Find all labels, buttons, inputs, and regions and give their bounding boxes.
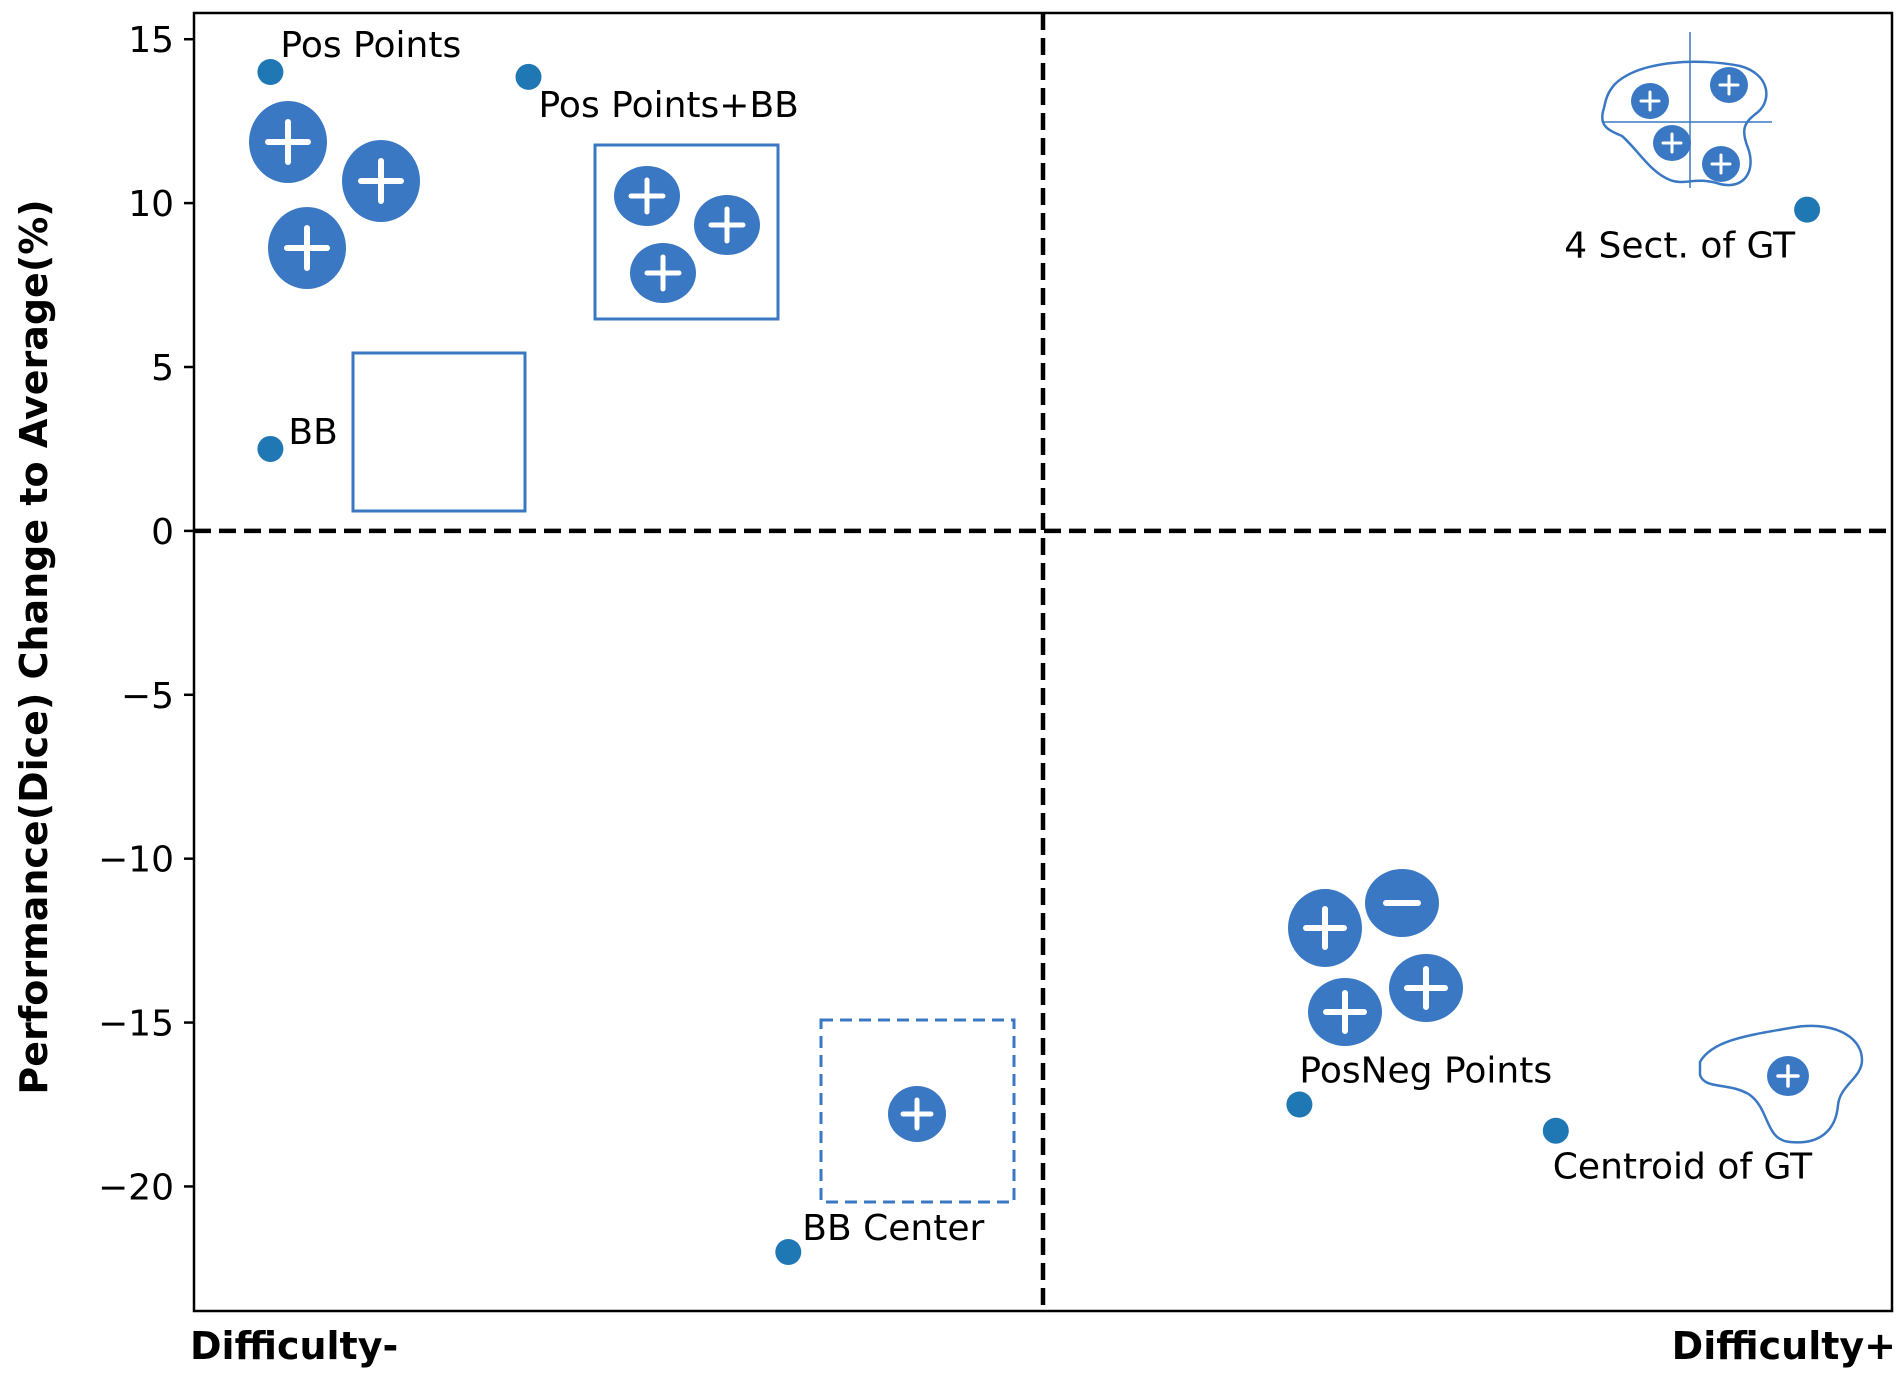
- data-label: Centroid of GT: [1553, 1147, 1813, 1188]
- plus-circle-icon: [1653, 125, 1691, 161]
- minus-circle-icon: [1365, 869, 1439, 937]
- plus-circle-icon: [1288, 889, 1362, 967]
- plus-circle-icon: [1710, 67, 1748, 103]
- data-point: [1794, 196, 1821, 223]
- gt-contour-icon: [1601, 60, 1768, 187]
- quadrant-lines: [194, 13, 1892, 1311]
- plus-circle-icon: [1308, 978, 1382, 1046]
- plus-circle-icon: [1767, 1056, 1809, 1096]
- data-point: [1542, 1117, 1569, 1144]
- pos-points-illustration: [249, 101, 420, 289]
- gt-contour-icon: [1698, 1024, 1864, 1144]
- y-axis-ticks: 15 10 5 0 −5 −10 −15 −20: [98, 20, 194, 1208]
- x-axis-label-left: Difficulty-: [190, 1324, 398, 1368]
- x-axis-label-right: Difficulty+: [1672, 1324, 1896, 1368]
- y-tick-label: 15: [128, 20, 174, 61]
- plus-circle-icon: [1631, 83, 1669, 119]
- bounding-box-icon: [593, 143, 780, 321]
- y-tick-label: −5: [121, 676, 174, 717]
- data-point: [257, 435, 284, 462]
- data-label: 4 Sect. of GT: [1564, 226, 1796, 267]
- data-point: [1286, 1091, 1313, 1118]
- data-label: Pos Points+BB: [539, 85, 799, 126]
- four-sectors-illustration: [1601, 32, 1772, 188]
- data-label: BB: [288, 412, 337, 453]
- y-tick-label: −15: [98, 1004, 174, 1045]
- bb-box-icon: [351, 351, 527, 513]
- data-point: [257, 59, 284, 85]
- crosshair-icon: [1603, 32, 1772, 188]
- centroid-illustration: [1698, 1024, 1864, 1144]
- plot-frame: [192, 11, 1894, 1313]
- data-point: [515, 63, 542, 90]
- y-tick-label: 5: [151, 348, 174, 389]
- plus-circle-icon: [614, 166, 680, 226]
- plus-circle-icon: [888, 1086, 946, 1142]
- plus-circle-icon: [630, 243, 696, 303]
- plus-circle-icon: [342, 140, 420, 222]
- y-tick-label: 10: [128, 184, 174, 225]
- y-tick-label: 0: [151, 512, 174, 553]
- plus-circle-icon: [268, 207, 346, 289]
- plus-circle-icon: [249, 101, 327, 183]
- pos-points-bb-illustration: [593, 143, 780, 321]
- bb-center-illustration: [819, 1018, 1016, 1204]
- plus-circle-icon: [1702, 146, 1740, 182]
- data-point: [775, 1239, 802, 1265]
- y-tick-label: −10: [98, 840, 174, 881]
- data-label: BB Center: [802, 1208, 984, 1249]
- y-tick-label: −20: [98, 1167, 174, 1208]
- prompt-illustrations: [249, 32, 1864, 1204]
- data-label: Pos Points: [280, 25, 461, 66]
- data-label: PosNeg Points: [1299, 1051, 1552, 1092]
- y-axis-label: Performance(Dice) Change to Average(%): [12, 199, 56, 1094]
- plus-circle-icon: [1389, 954, 1463, 1022]
- dashed-box-icon: [819, 1018, 1016, 1204]
- posneg-points-illustration: [1288, 869, 1463, 1046]
- plus-circle-icon: [694, 195, 760, 255]
